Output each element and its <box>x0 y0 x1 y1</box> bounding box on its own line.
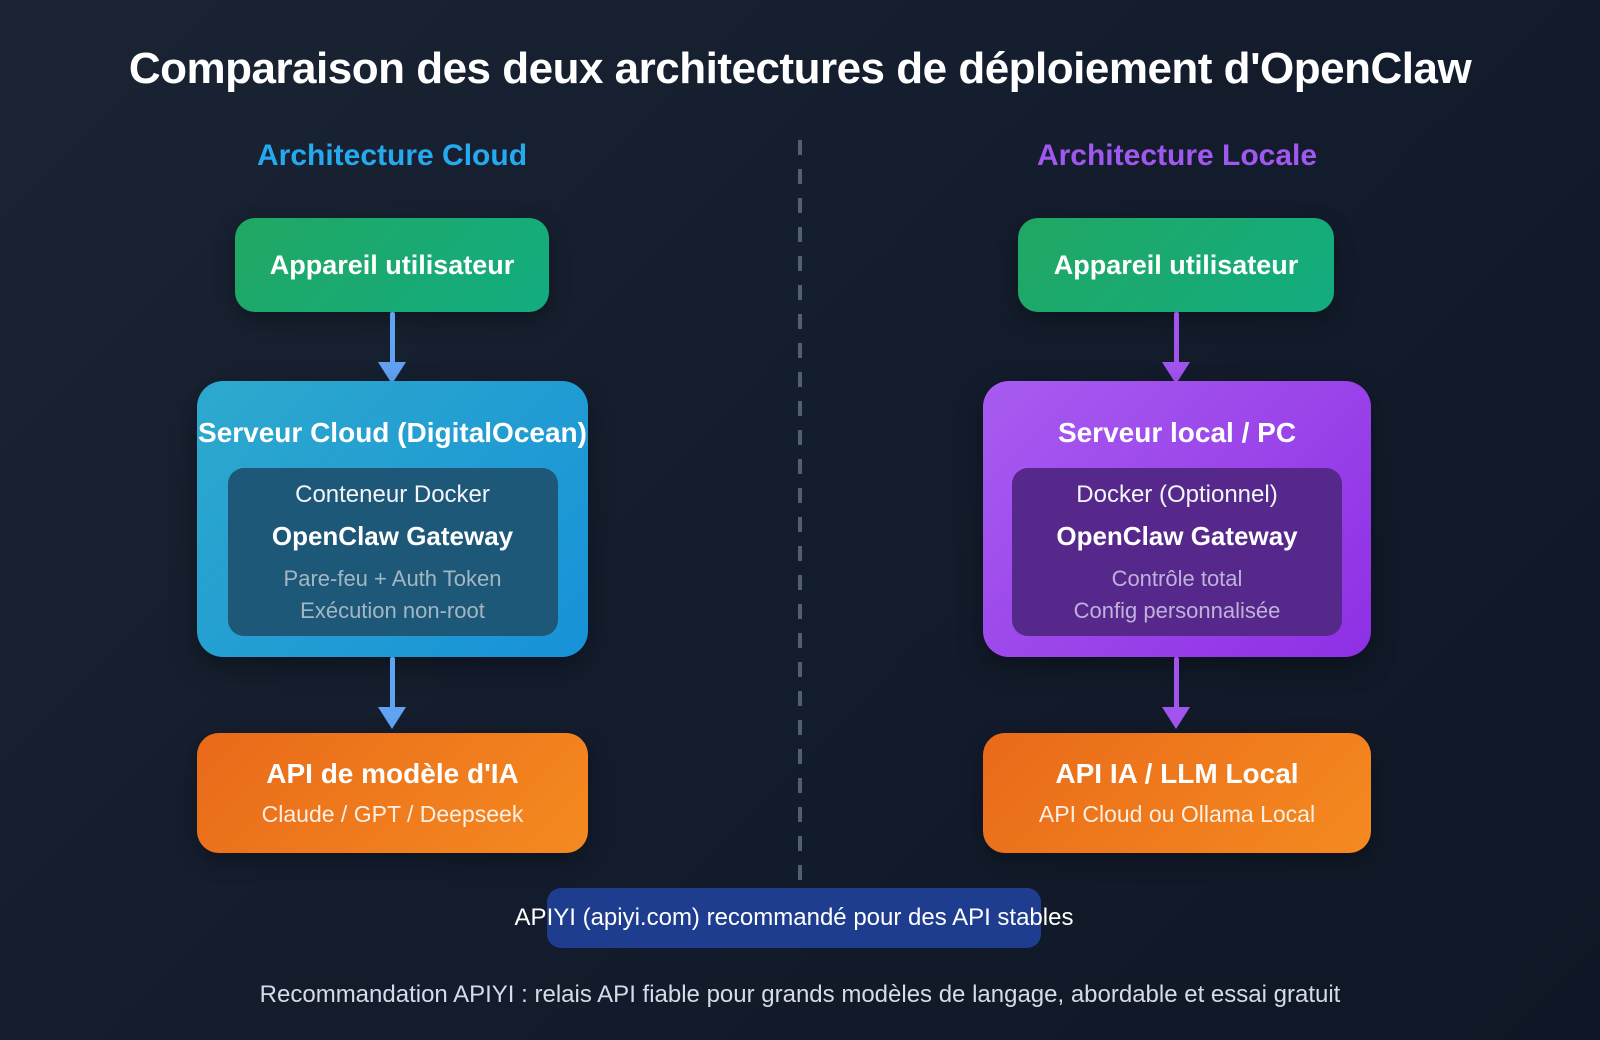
cloud-api-title: API de modèle d'IA <box>266 758 519 789</box>
cloud-api-subtitle: Claude / GPT / Deepseek <box>261 801 524 827</box>
header-architecture-locale: Architecture Locale <box>1036 139 1318 172</box>
cloud-arrow-1-line <box>390 312 395 366</box>
local-arrow-2-head <box>1162 707 1190 729</box>
local-arrow-2-line <box>1174 657 1179 711</box>
cloud-arrow-1-head <box>378 362 406 384</box>
local-device-box: Appareil utilisateur <box>1018 218 1334 312</box>
local-server-box: Serveur local / PC Docker (Optionnel) Op… <box>983 381 1371 657</box>
local-gateway-line2: OpenClaw Gateway <box>1056 520 1298 551</box>
local-gateway-box: Docker (Optionnel) OpenClaw Gateway Cont… <box>1012 468 1342 636</box>
apiyi-banner: APIYI (apiyi.com) recommandé pour des AP… <box>515 888 1073 948</box>
cloud-arrow-2-line <box>390 657 395 711</box>
local-gateway-line1: Docker (Optionnel) <box>1076 480 1278 508</box>
footer-note: Recommandation APIYI : relais API fiable… <box>259 981 1341 1008</box>
local-api-box: API IA / LLM Local API Cloud ou Ollama L… <box>983 733 1371 853</box>
cloud-device-box: Appareil utilisateur <box>235 218 549 312</box>
local-arrow-1-line <box>1174 312 1179 366</box>
cloud-arrow-2-head <box>378 707 406 729</box>
cloud-server-box: Serveur Cloud (DigitalOcean) Conteneur D… <box>197 381 588 657</box>
apiyi-banner-text: APIYI (apiyi.com) recommandé pour des AP… <box>514 904 1074 931</box>
local-device-label: Appareil utilisateur <box>1053 249 1299 280</box>
local-server-title: Serveur local / PC <box>1057 417 1297 448</box>
cloud-server-title: Serveur Cloud (DigitalOcean) <box>198 417 587 448</box>
cloud-gateway-box: Conteneur Docker OpenClaw Gateway Pare-f… <box>227 468 558 636</box>
local-gateway-line3: Contrôle total <box>1111 565 1243 591</box>
local-gateway-line4: Config personnalisée <box>1073 597 1281 623</box>
local-api-title: API IA / LLM Local <box>1055 758 1299 789</box>
cloud-gateway-line1: Conteneur Docker <box>295 480 490 508</box>
page-title: Comparaison des deux architectures de dé… <box>128 44 1472 93</box>
column-divider <box>798 140 802 935</box>
header-architecture-cloud: Architecture Cloud <box>256 139 528 172</box>
local-arrow-1-head <box>1162 362 1190 384</box>
local-api-subtitle: API Cloud ou Ollama Local <box>1038 801 1316 827</box>
cloud-device-label: Appareil utilisateur <box>269 249 515 280</box>
cloud-gateway-line2: OpenClaw Gateway <box>271 520 514 551</box>
cloud-api-box: API de modèle d'IA Claude / GPT / Deepse… <box>197 733 588 853</box>
cloud-gateway-line3: Pare-feu + Auth Token <box>283 565 502 591</box>
cloud-gateway-line4: Exécution non-root <box>300 597 485 623</box>
